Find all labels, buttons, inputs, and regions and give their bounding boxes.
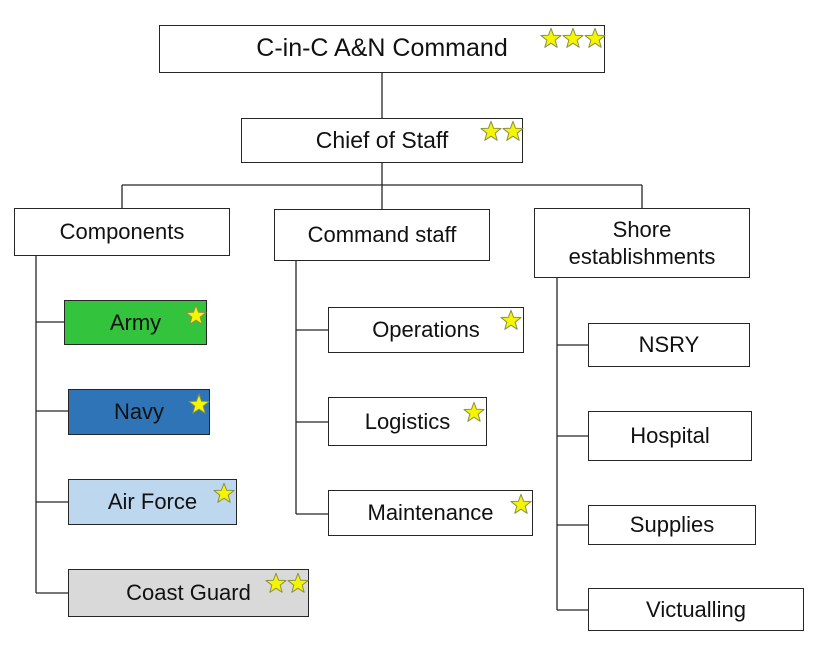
- air-force-label: Air Force: [107, 489, 198, 515]
- navy-label: Navy: [113, 399, 165, 425]
- victualling-label: Victualling: [646, 596, 746, 622]
- army-label: Army: [109, 309, 162, 335]
- victualling-box: Victualling: [588, 588, 804, 631]
- maintenance-label: Maintenance: [367, 500, 494, 526]
- army-box: Army: [64, 300, 207, 345]
- shore-establishments-box: Shore establishments: [534, 208, 750, 278]
- rank-star-icon: [188, 393, 210, 414]
- operations-rank-stars: [500, 309, 522, 331]
- navy-rank-stars: [188, 393, 210, 415]
- rank-star-icon: [540, 27, 562, 48]
- rank-star-icon: [500, 309, 522, 330]
- rank-star-icon: [562, 27, 584, 48]
- maintenance-rank-stars: [510, 493, 532, 515]
- cinc-label: C-in-C A&N Command: [256, 34, 508, 63]
- components-box: Components: [14, 208, 230, 256]
- navy-box: Navy: [68, 389, 210, 435]
- hospital-box: Hospital: [588, 411, 752, 461]
- rank-star-icon: [480, 120, 502, 141]
- air-force-box: Air Force: [68, 479, 237, 525]
- hospital-label: Hospital: [630, 423, 710, 449]
- maintenance-box: Maintenance: [328, 490, 533, 536]
- air-force-rank-stars: [213, 482, 235, 504]
- army-rank-stars: [185, 304, 207, 326]
- supplies-label: Supplies: [629, 512, 715, 538]
- chief-of-staff-rank-stars: [480, 120, 524, 142]
- coast-guard-box: Coast Guard: [68, 569, 309, 617]
- rank-star-icon: [584, 27, 606, 48]
- rank-star-icon: [265, 572, 287, 593]
- operations-label: Operations: [372, 317, 480, 343]
- rank-star-icon: [463, 401, 485, 422]
- coast-guard-label: Coast Guard: [126, 580, 251, 606]
- command-staff-box: Command staff: [274, 209, 490, 261]
- rank-star-icon: [287, 572, 309, 593]
- logistics-box: Logistics: [328, 397, 487, 446]
- components-label: Components: [59, 219, 185, 245]
- coast-guard-rank-stars: [265, 572, 309, 594]
- cinc-box: C-in-C A&N Command: [159, 25, 605, 73]
- logistics-rank-stars: [463, 401, 485, 423]
- command-staff-label: Command staff: [307, 222, 457, 248]
- logistics-label: Logistics: [364, 408, 451, 434]
- nsry-box: NSRY: [588, 323, 750, 367]
- chief-of-staff-label: Chief of Staff: [315, 127, 449, 154]
- operations-box: Operations: [328, 307, 524, 353]
- rank-star-icon: [213, 482, 235, 503]
- nsry-label: NSRY: [638, 332, 700, 358]
- shore-establishments-label: Shore establishments: [568, 216, 716, 270]
- chief-of-staff-box: Chief of Staff: [241, 118, 523, 163]
- rank-star-icon: [502, 120, 524, 141]
- cinc-rank-stars: [540, 27, 606, 49]
- rank-star-icon: [510, 493, 532, 514]
- rank-star-icon: [185, 304, 207, 325]
- supplies-box: Supplies: [588, 505, 756, 545]
